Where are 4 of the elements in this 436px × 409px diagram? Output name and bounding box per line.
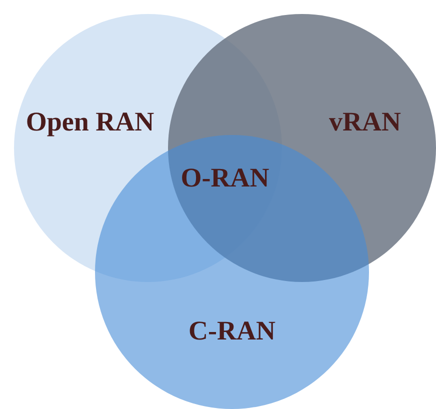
set-label: Open RAN <box>26 106 154 138</box>
set-label: vRAN <box>329 106 401 138</box>
intersection-label: O-RAN <box>180 162 270 194</box>
set-label: C-RAN <box>188 316 276 346</box>
